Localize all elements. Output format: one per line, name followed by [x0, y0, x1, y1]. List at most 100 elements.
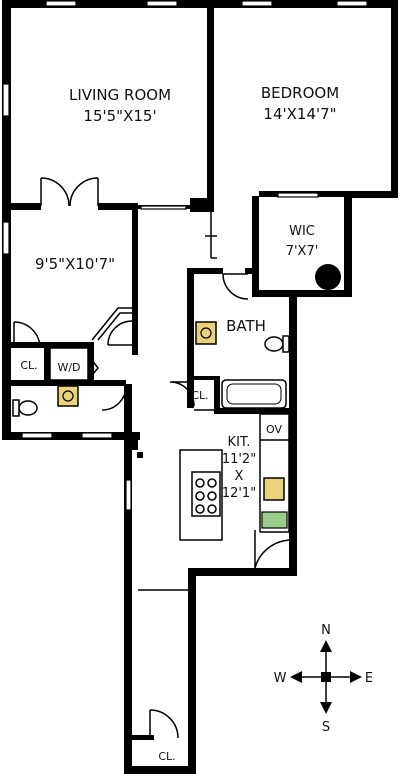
bath-toilet-tank	[282, 335, 290, 353]
door-entry	[149, 709, 179, 739]
burner-icon	[207, 478, 217, 488]
kitchen-line3: X	[235, 469, 244, 484]
wall-living-room2b	[98, 203, 138, 210]
wd-arrow	[87, 354, 99, 381]
fridge-icon	[261, 511, 288, 529]
wall-entry-closet	[124, 735, 154, 740]
wall-wd-left	[44, 342, 50, 382]
window-bottom-2	[81, 432, 113, 439]
wall-bottom	[124, 766, 194, 774]
wall-top	[2, 0, 398, 8]
compass-e: E	[365, 671, 373, 686]
wall-living-room2	[11, 203, 41, 210]
compass-arrow-e	[350, 671, 362, 683]
toilet-lower-tank	[12, 399, 20, 417]
kitchen-line4: 12'1"	[222, 486, 256, 501]
bathtub-inner	[226, 383, 282, 405]
burner-icon	[207, 491, 217, 501]
door-kitchen	[254, 530, 292, 569]
kitchen-line2: 11'2"	[222, 452, 256, 467]
toilet-lower-icon	[18, 400, 38, 416]
bedroom-size: 14'X14'7"	[263, 105, 336, 123]
door-wic	[205, 212, 217, 259]
window-top-1	[45, 0, 77, 7]
door-bath-closet	[169, 381, 195, 407]
closet-entry-label: CL.	[158, 750, 175, 763]
living-room-name: LIVING ROOM	[69, 86, 171, 104]
burner-icon	[207, 504, 217, 514]
angled-wall	[91, 307, 132, 341]
compass-n: N	[321, 623, 331, 638]
wall-wd-top	[44, 342, 94, 348]
window-left-1	[2, 83, 10, 117]
fixtures	[12, 264, 341, 541]
compass-center	[321, 672, 331, 682]
bath-name: BATH	[226, 317, 266, 335]
wall-bedroom-bottom	[350, 191, 398, 198]
bedroom-name: BEDROOM	[261, 84, 339, 102]
kitchen-counter	[259, 413, 290, 533]
closet-left-label: CL.	[20, 359, 37, 372]
compass-s: S	[322, 720, 330, 735]
wic-size: 7'X7'	[286, 244, 319, 259]
wall-hall-lower	[124, 384, 132, 440]
room-labels: LIVING ROOM 15'5"X15' BEDROOM 14'X14'7" …	[20, 84, 339, 763]
door-room2	[107, 320, 133, 346]
wic-name: WIC	[289, 224, 315, 239]
door-hall	[101, 385, 127, 411]
wall-wic-right	[344, 191, 352, 296]
wall-left	[2, 0, 11, 440]
window-bottom-1	[21, 432, 53, 439]
wall-kitchen-right	[289, 296, 297, 576]
washer-dryer-label: W/D	[57, 361, 80, 374]
window-corridor	[125, 479, 132, 511]
window-left-2	[2, 221, 10, 255]
kitchen-line1: KIT.	[228, 435, 251, 450]
window-bedroom	[277, 192, 319, 198]
door-bath	[222, 273, 249, 300]
burner-icon	[195, 478, 205, 488]
wall-wic-left	[252, 196, 259, 296]
wall-stub	[137, 452, 143, 458]
wall-bath-left	[187, 268, 194, 408]
window-passage	[140, 205, 187, 210]
room2-size: 9'5"X10'7"	[35, 255, 115, 273]
wall-closet-top	[11, 342, 47, 348]
wall-corridor-left	[124, 440, 132, 774]
wall-wic-bottom	[252, 290, 352, 297]
kitchen-sink-icon	[263, 477, 285, 501]
column	[190, 198, 214, 212]
wall-bath-closet-r	[214, 376, 220, 414]
wall-right-top	[391, 0, 398, 197]
compass-w: W	[274, 671, 287, 686]
door-double	[40, 177, 99, 207]
window-top-4	[336, 0, 368, 7]
wall-bath-top2	[245, 268, 257, 274]
compass-arrow-s	[320, 702, 332, 714]
wic-circle-icon	[315, 264, 341, 290]
compass-arrow-w	[290, 671, 302, 683]
wall-living-bedroom	[207, 0, 214, 210]
compass-arrow-n	[320, 640, 332, 652]
doors	[13, 177, 292, 739]
window-top-2	[146, 0, 178, 7]
windows	[2, 0, 368, 511]
compass-rose: N S E W	[274, 623, 374, 735]
wall-bath-closet	[187, 376, 217, 380]
burner-icon	[195, 504, 205, 514]
bath-sink-bowl	[200, 327, 212, 339]
wall-wd-right	[88, 342, 94, 386]
wall-room2-right	[132, 205, 138, 355]
sink-lower-bowl	[62, 390, 74, 402]
oven-label: OV	[266, 423, 282, 436]
bath-toilet-icon	[264, 336, 284, 352]
sink-lower-icon	[57, 385, 79, 407]
wall-bath-bottom	[216, 408, 296, 414]
closet-bath-label: CL.	[191, 389, 208, 402]
living-room-size: 15'5"X15'	[83, 107, 156, 125]
door-closet	[13, 321, 41, 349]
washer-dryer-box	[49, 347, 89, 381]
wall-corridor-right	[188, 575, 196, 774]
